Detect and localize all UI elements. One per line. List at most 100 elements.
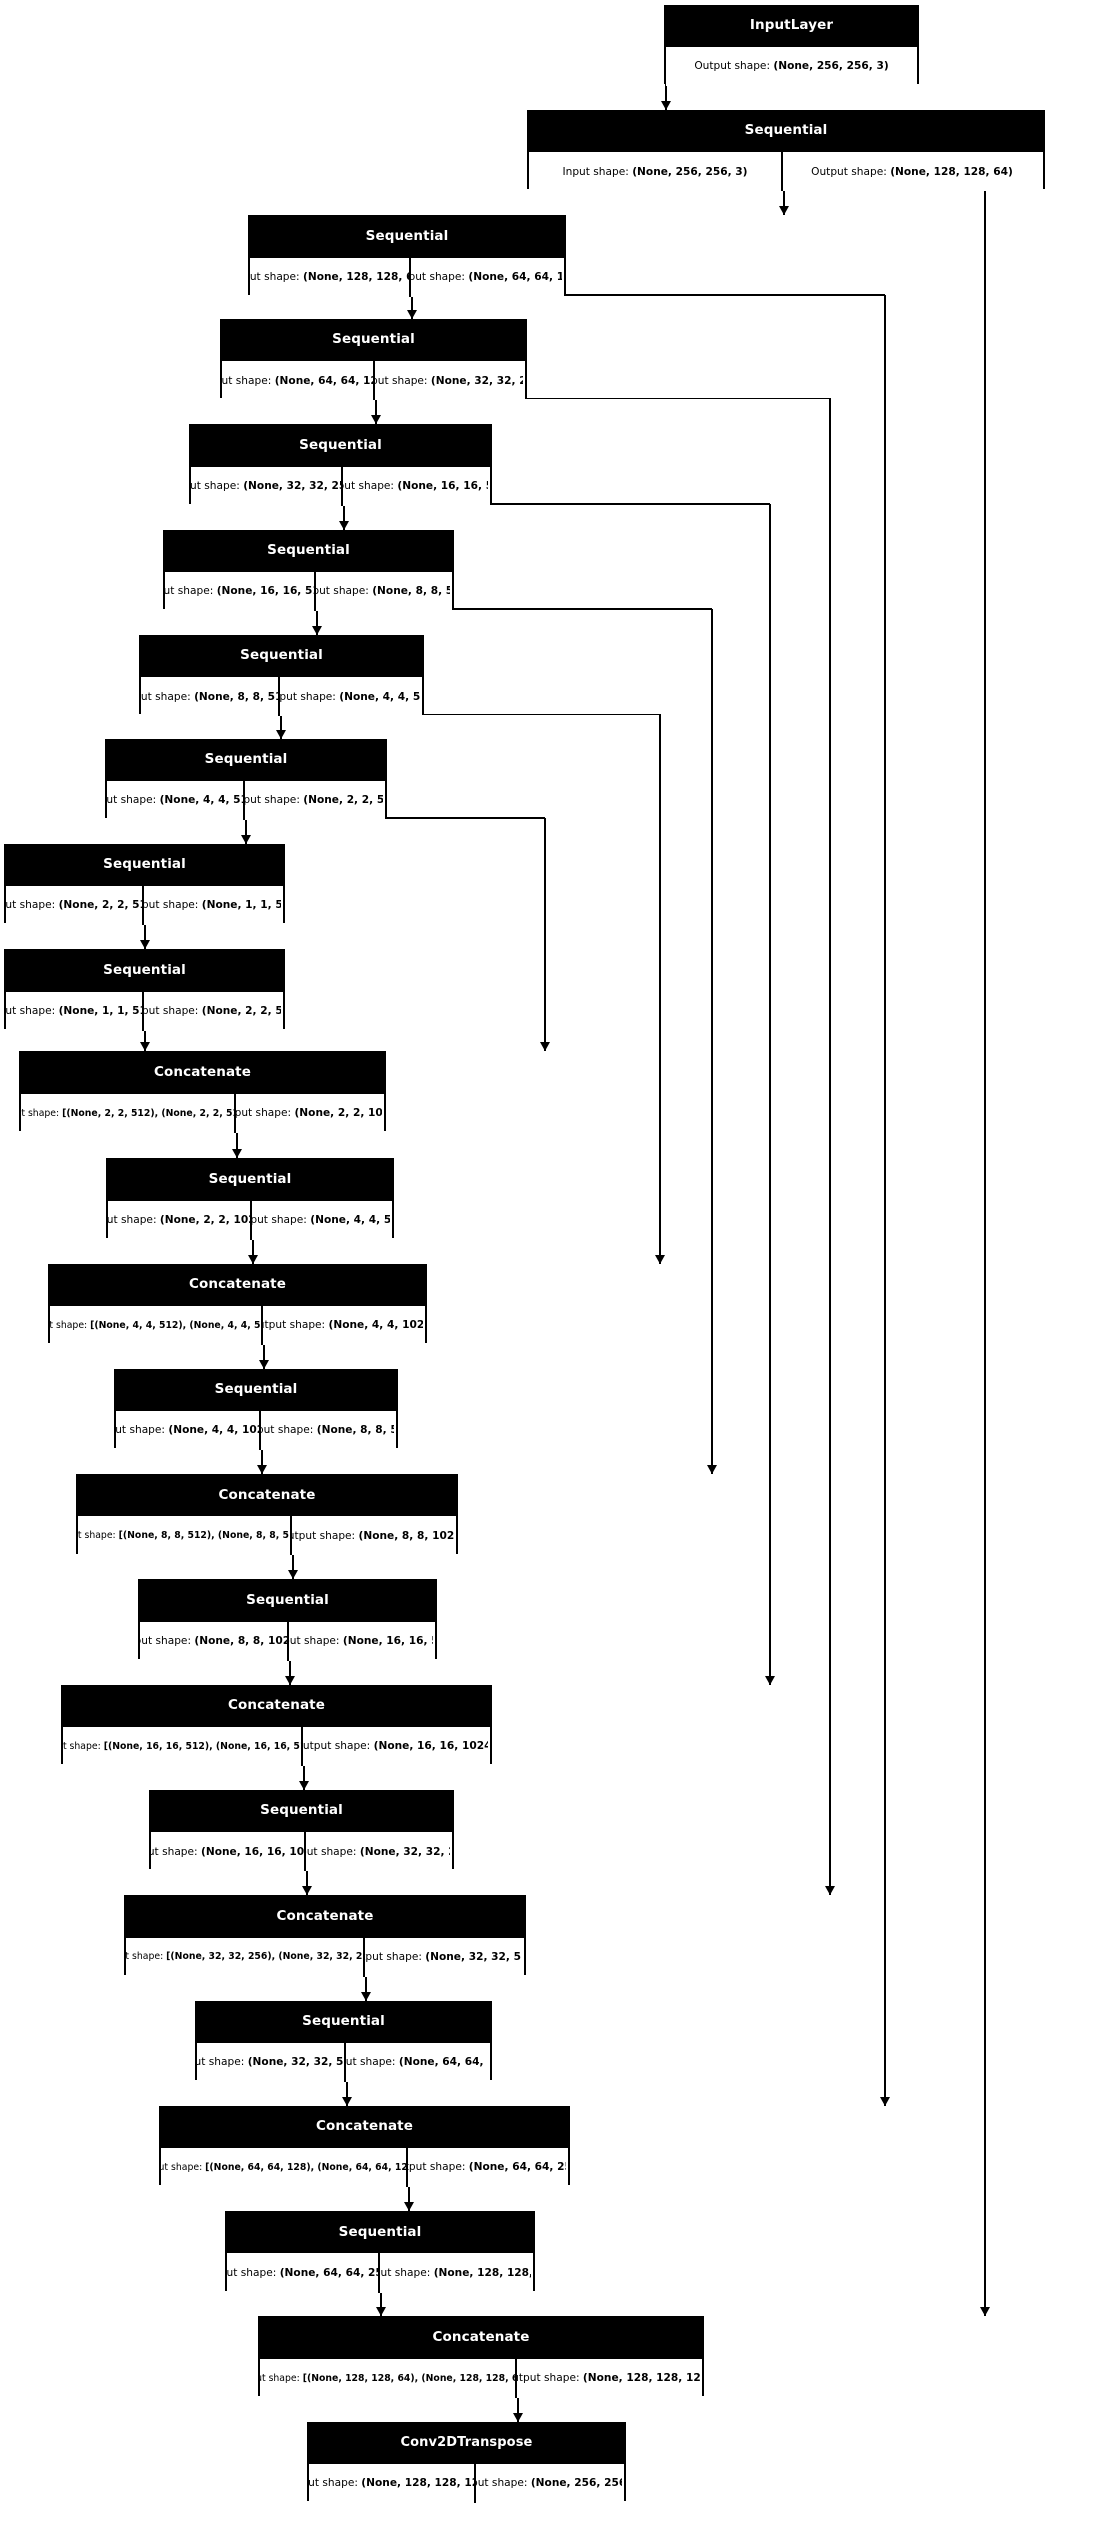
edge-arrowhead [980,2307,990,2317]
edge-segment [544,818,546,1052]
edge-segment [245,818,247,844]
node-type-label: Sequential [140,1581,435,1620]
edge-arrowhead [370,415,381,425]
output-shape-prefix: Output shape: [316,585,369,598]
node-type-label: Concatenate [126,1897,524,1936]
graph-node-conv2-dtranspose-23[interactable]: Conv2DTransposeInput shape: (None, 128, … [307,2421,626,2504]
input-shape-cell: Input shape: [(None, 128, 128, 64), (Non… [260,2358,517,2398]
input-shape-value: (None, 32, 32, 512) [247,2056,344,2069]
output-shape-cell: Output shape: (None, 32, 32, 512) [365,1938,522,1977]
output-shape-value: (None, 2, 2, 1024) [294,1106,382,1119]
graph-node-concatenate-18[interactable]: ConcatenateInput shape: [(None, 32, 32, … [124,1895,526,1977]
node-type-label: Concatenate [78,1476,456,1515]
edge-segment [263,1342,265,1369]
graph-node-concatenate-12[interactable]: ConcatenateInput shape: [(None, 4, 4, 51… [48,1263,427,1345]
output-shape-prefix: Output shape: [143,1004,199,1017]
output-shape-prefix: Output shape: [251,1213,307,1226]
output-shape-value: (None, 32, 32, 256) [359,1845,450,1858]
graph-node-concatenate-22[interactable]: ConcatenateInput shape: [(None, 128, 128… [258,2316,704,2398]
output-shape-value: (None, 32, 32, 256) [430,374,523,387]
input-shape-prefix: Input shape: [141,690,191,703]
output-shape-cell: Output shape: (None, 32, 32, 256) [375,361,523,400]
output-shape-prefix: Output shape: [302,1740,371,1753]
output-shape-prefix: Output shape: [811,165,887,178]
node-shape-row: Input shape: [(None, 16, 16, 512), (None… [63,1725,490,1767]
node-shape-row: Input shape: (None, 2, 2, 512)Output sha… [6,884,283,926]
input-shape-prefix: Input shape: [6,1004,56,1017]
edge-arrowhead [540,1042,550,1052]
input-shape-value: (None, 64, 64, 256) [279,2266,378,2279]
output-shape-prefix: Output shape: [306,1845,357,1858]
output-shape-value: (None, 8, 8, 1024) [358,1529,454,1542]
graph-node-concatenate-20[interactable]: ConcatenateInput shape: [(None, 64, 64, … [159,2105,570,2188]
input-shape-value: [(None, 128, 128, 64), (None, 128, 128, … [302,2372,517,2384]
input-shape-value: (None, 2, 2, 1024) [159,1213,250,1226]
output-shape-value: (None, 16, 16, 512) [342,1634,433,1647]
output-shape-value: (None, 2, 2, 512) [303,794,383,807]
edge-segment [303,1764,305,1790]
input-shape-prefix: Input shape: [165,585,214,598]
input-shape-prefix: Input shape: [116,1424,165,1437]
node-shape-row: Input shape: (None, 16, 16, 1024)Output … [151,1830,452,1872]
input-shape-value: (None, 256, 256, 3) [632,165,748,178]
input-shape-prefix: Input shape: [21,1107,60,1119]
output-shape-prefix: Output shape: [261,1424,314,1437]
node-shape-row: Input shape: [(None, 4, 4, 512), (None, … [50,1303,425,1345]
node-type-label: Conv2DTranspose [309,2423,624,2463]
edge-arrowhead [284,1675,295,1685]
input-shape-value: (None, 16, 16, 512) [216,585,314,598]
input-shape-prefix: Input shape: [161,2162,203,2174]
graph-node-concatenate-10[interactable]: ConcatenateInput shape: [(None, 2, 2, 51… [19,1051,386,1133]
output-shape-value: (None, 4, 4, 512) [339,690,420,703]
graph-node-concatenate-16[interactable]: ConcatenateInput shape: [(None, 16, 16, … [61,1684,492,1767]
edge-arrowhead [301,1886,312,1896]
edge-arrowhead [403,2202,414,2212]
graph-node-concatenate-14[interactable]: ConcatenateInput shape: [(None, 8, 8, 51… [76,1474,458,1556]
output-shape-cell: Output shape: (None, 64, 64, 128) [411,258,562,297]
node-type-label: Sequential [141,636,422,676]
input-shape-prefix: Input shape: [6,899,56,912]
input-shape-prefix: Input shape: [140,1634,192,1647]
output-shape-prefix: Output shape: [292,1529,356,1542]
input-shape-prefix: Input shape: [222,374,272,387]
input-shape-value: [(None, 64, 64, 128), (None, 64, 64, 128… [205,2162,408,2174]
edge-segment [375,398,377,425]
output-shape-value: (None, 128, 128, 64) [433,2266,531,2279]
edge-arrowhead [338,520,349,530]
output-shape-cell: Output shape: (None, 64, 64, 256) [408,2148,566,2187]
edge-segment [316,609,318,635]
output-shape-value: (None, 64, 64, 256) [468,2161,566,2174]
input-shape-cell: Input shape: (None, 64, 64, 128) [222,361,375,401]
node-shape-row: Input shape: (None, 128, 128, 64)Output … [250,255,564,297]
output-shape-cell: Output shape: (None, 4, 4, 512) [280,677,420,716]
edge-segment [829,398,831,1896]
edge-segment [411,294,413,320]
edge-arrowhead [779,206,789,216]
edge-segment [306,1869,308,1896]
input-shape-cell: Input shape: (None, 16, 16, 512) [165,571,316,612]
node-shape-row: Input shape: (None, 16, 16, 512)Output s… [165,569,452,612]
output-shape-value: (None, 8, 8, 512) [316,1424,394,1437]
input-shape-cell: Input shape: (None, 2, 2, 1024) [108,1200,252,1240]
output-shape-cell: Output shape: (None, 256, 256, 3) [476,2464,622,2503]
input-shape-cell: Input shape: (None, 4, 4, 512) [107,780,245,821]
edge-arrowhead [241,834,251,844]
edge-arrowhead [139,1042,150,1052]
